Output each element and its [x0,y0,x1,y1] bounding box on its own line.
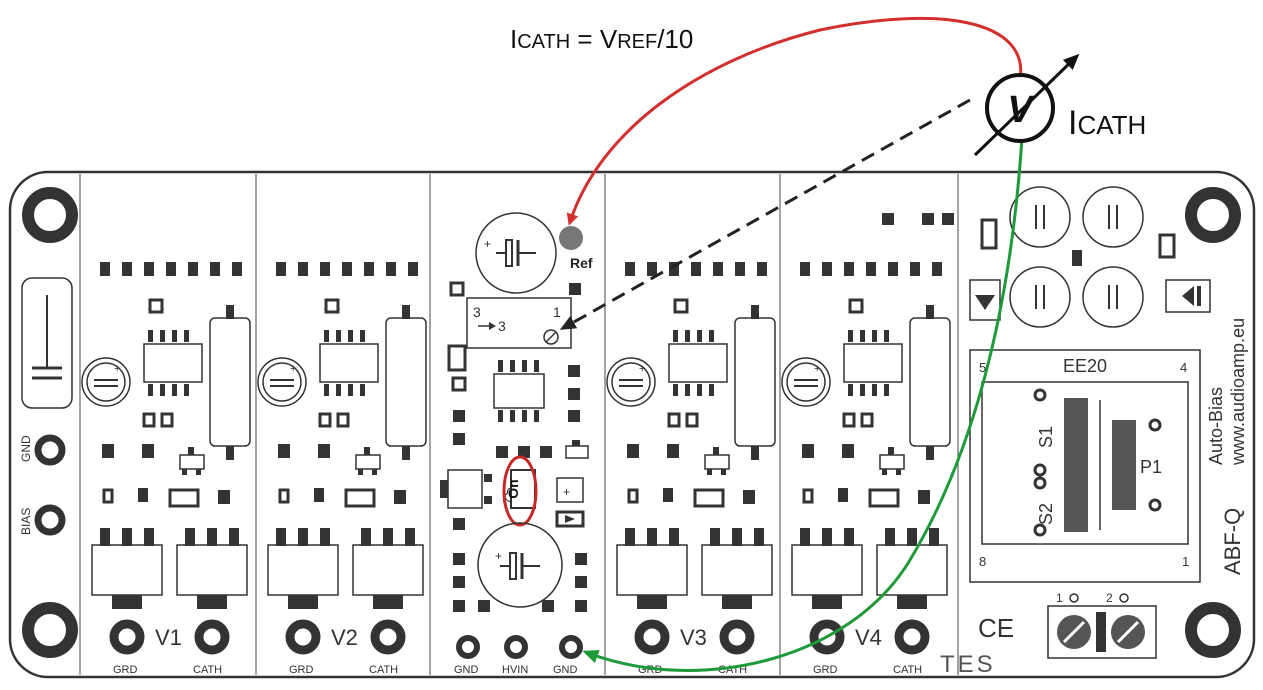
v2-cath-label: CATH [369,664,398,676]
ce-mark: CE [978,613,1014,643]
svg-text:+: + [563,485,570,499]
section-dividers [79,174,959,675]
right-section: EE20 5 4 8 1 S1 S2 P1 Auto-Bias www.audi… [882,186,1248,678]
brand-line2: www.audioamp.eu [1228,318,1248,466]
v1-cath-label: CATH [193,664,222,676]
switch-on-label: On [505,479,521,498]
red-probe-wire [566,16,1023,226]
transformer-pin5: 5 [979,360,986,375]
transformer-s1: S1 [1036,426,1056,448]
ref-test-point[interactable] [559,226,583,250]
center-gnd-label-2: GND [553,664,578,676]
channel-v1-label: V1 [155,625,182,650]
transformer-pin8: 8 [979,554,986,569]
transformer-model: EE20 [1063,356,1107,376]
svg-text:+: + [484,237,491,251]
meter-label: ICATH [1068,104,1146,142]
bias-pin-label: BIAS [19,508,33,535]
terminal-pin1: 1 [1056,591,1063,605]
channel-v4-label: V4 [855,625,882,650]
transformer-ee20 [969,349,1201,583]
formula: ICATH = VREF/10 [510,24,693,54]
switch-highlight [502,455,538,527]
center-hvin-label: HVIN [502,664,528,676]
trimmer-pin-left: 3 [473,304,481,320]
dashed-adjust-arrow [559,98,971,330]
trimmer-mark: 3 [498,318,506,334]
voltmeter-icon: V [973,53,1080,157]
transformer-p1: P1 [1140,457,1162,477]
channel-labels: V1 V2 V3 V4 [155,625,882,650]
transformer-pin4: 4 [1180,360,1187,375]
transformer-pin1: 1 [1182,554,1189,569]
screw-terminal[interactable] [1047,605,1157,659]
ref-label: Ref [570,255,593,271]
left-capacitor [21,277,73,409]
center-gnd-label-1: GND [454,664,479,676]
green-probe-wire [582,137,1024,672]
v4-cath-label: CATH [893,664,922,676]
channel-v2-label: V2 [331,625,358,650]
v2-grd-label: GRD [289,664,314,676]
transformer-s2: S2 [1036,503,1056,525]
channel-v3-label: V3 [680,625,707,650]
terminal-pin2: 2 [1106,591,1113,605]
maker-logo: TES [940,651,996,678]
trimmer-pin-right: 1 [553,304,561,320]
mounting-holes [22,187,1241,658]
pcb-outline [8,170,1256,679]
left-pins: GND BIAS [19,434,66,536]
brand-line1: Auto-Bias [1206,387,1226,465]
center-section: + Ref 3 1 3 [440,212,593,676]
v4-grd-label: GRD [813,664,838,676]
svg-text:+: + [495,549,502,563]
v1-grd-label: GRD [113,664,138,676]
model-name: ABF-Q [1220,508,1245,575]
gnd-pin-label: GND [19,435,33,462]
